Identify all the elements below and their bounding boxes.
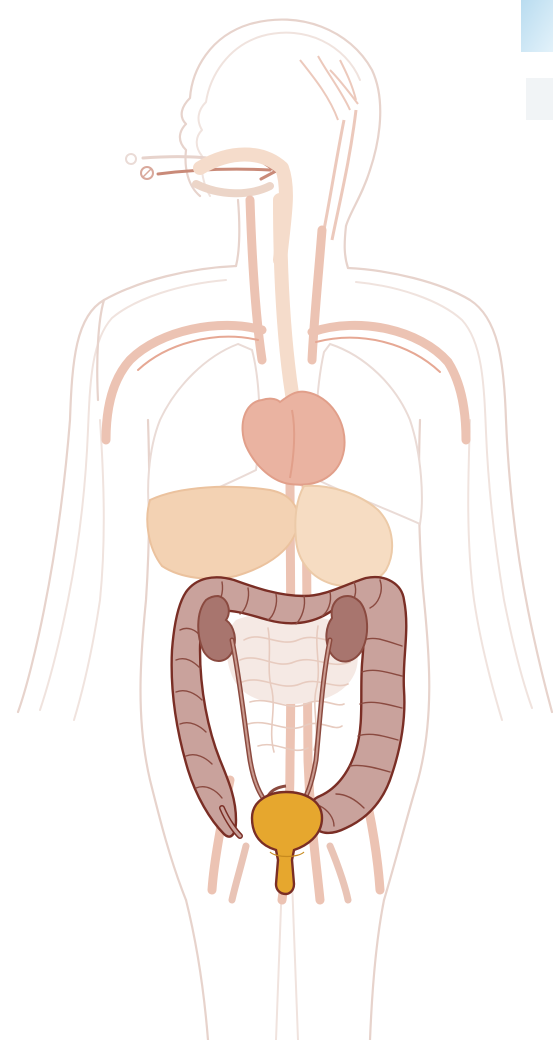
heart — [243, 392, 345, 485]
bladder — [252, 786, 322, 894]
air-bubble-icon — [126, 154, 136, 164]
corner-accent — [521, 0, 553, 120]
right-kidney — [326, 596, 367, 662]
cranial-vessels — [300, 56, 358, 240]
liver — [147, 487, 298, 579]
